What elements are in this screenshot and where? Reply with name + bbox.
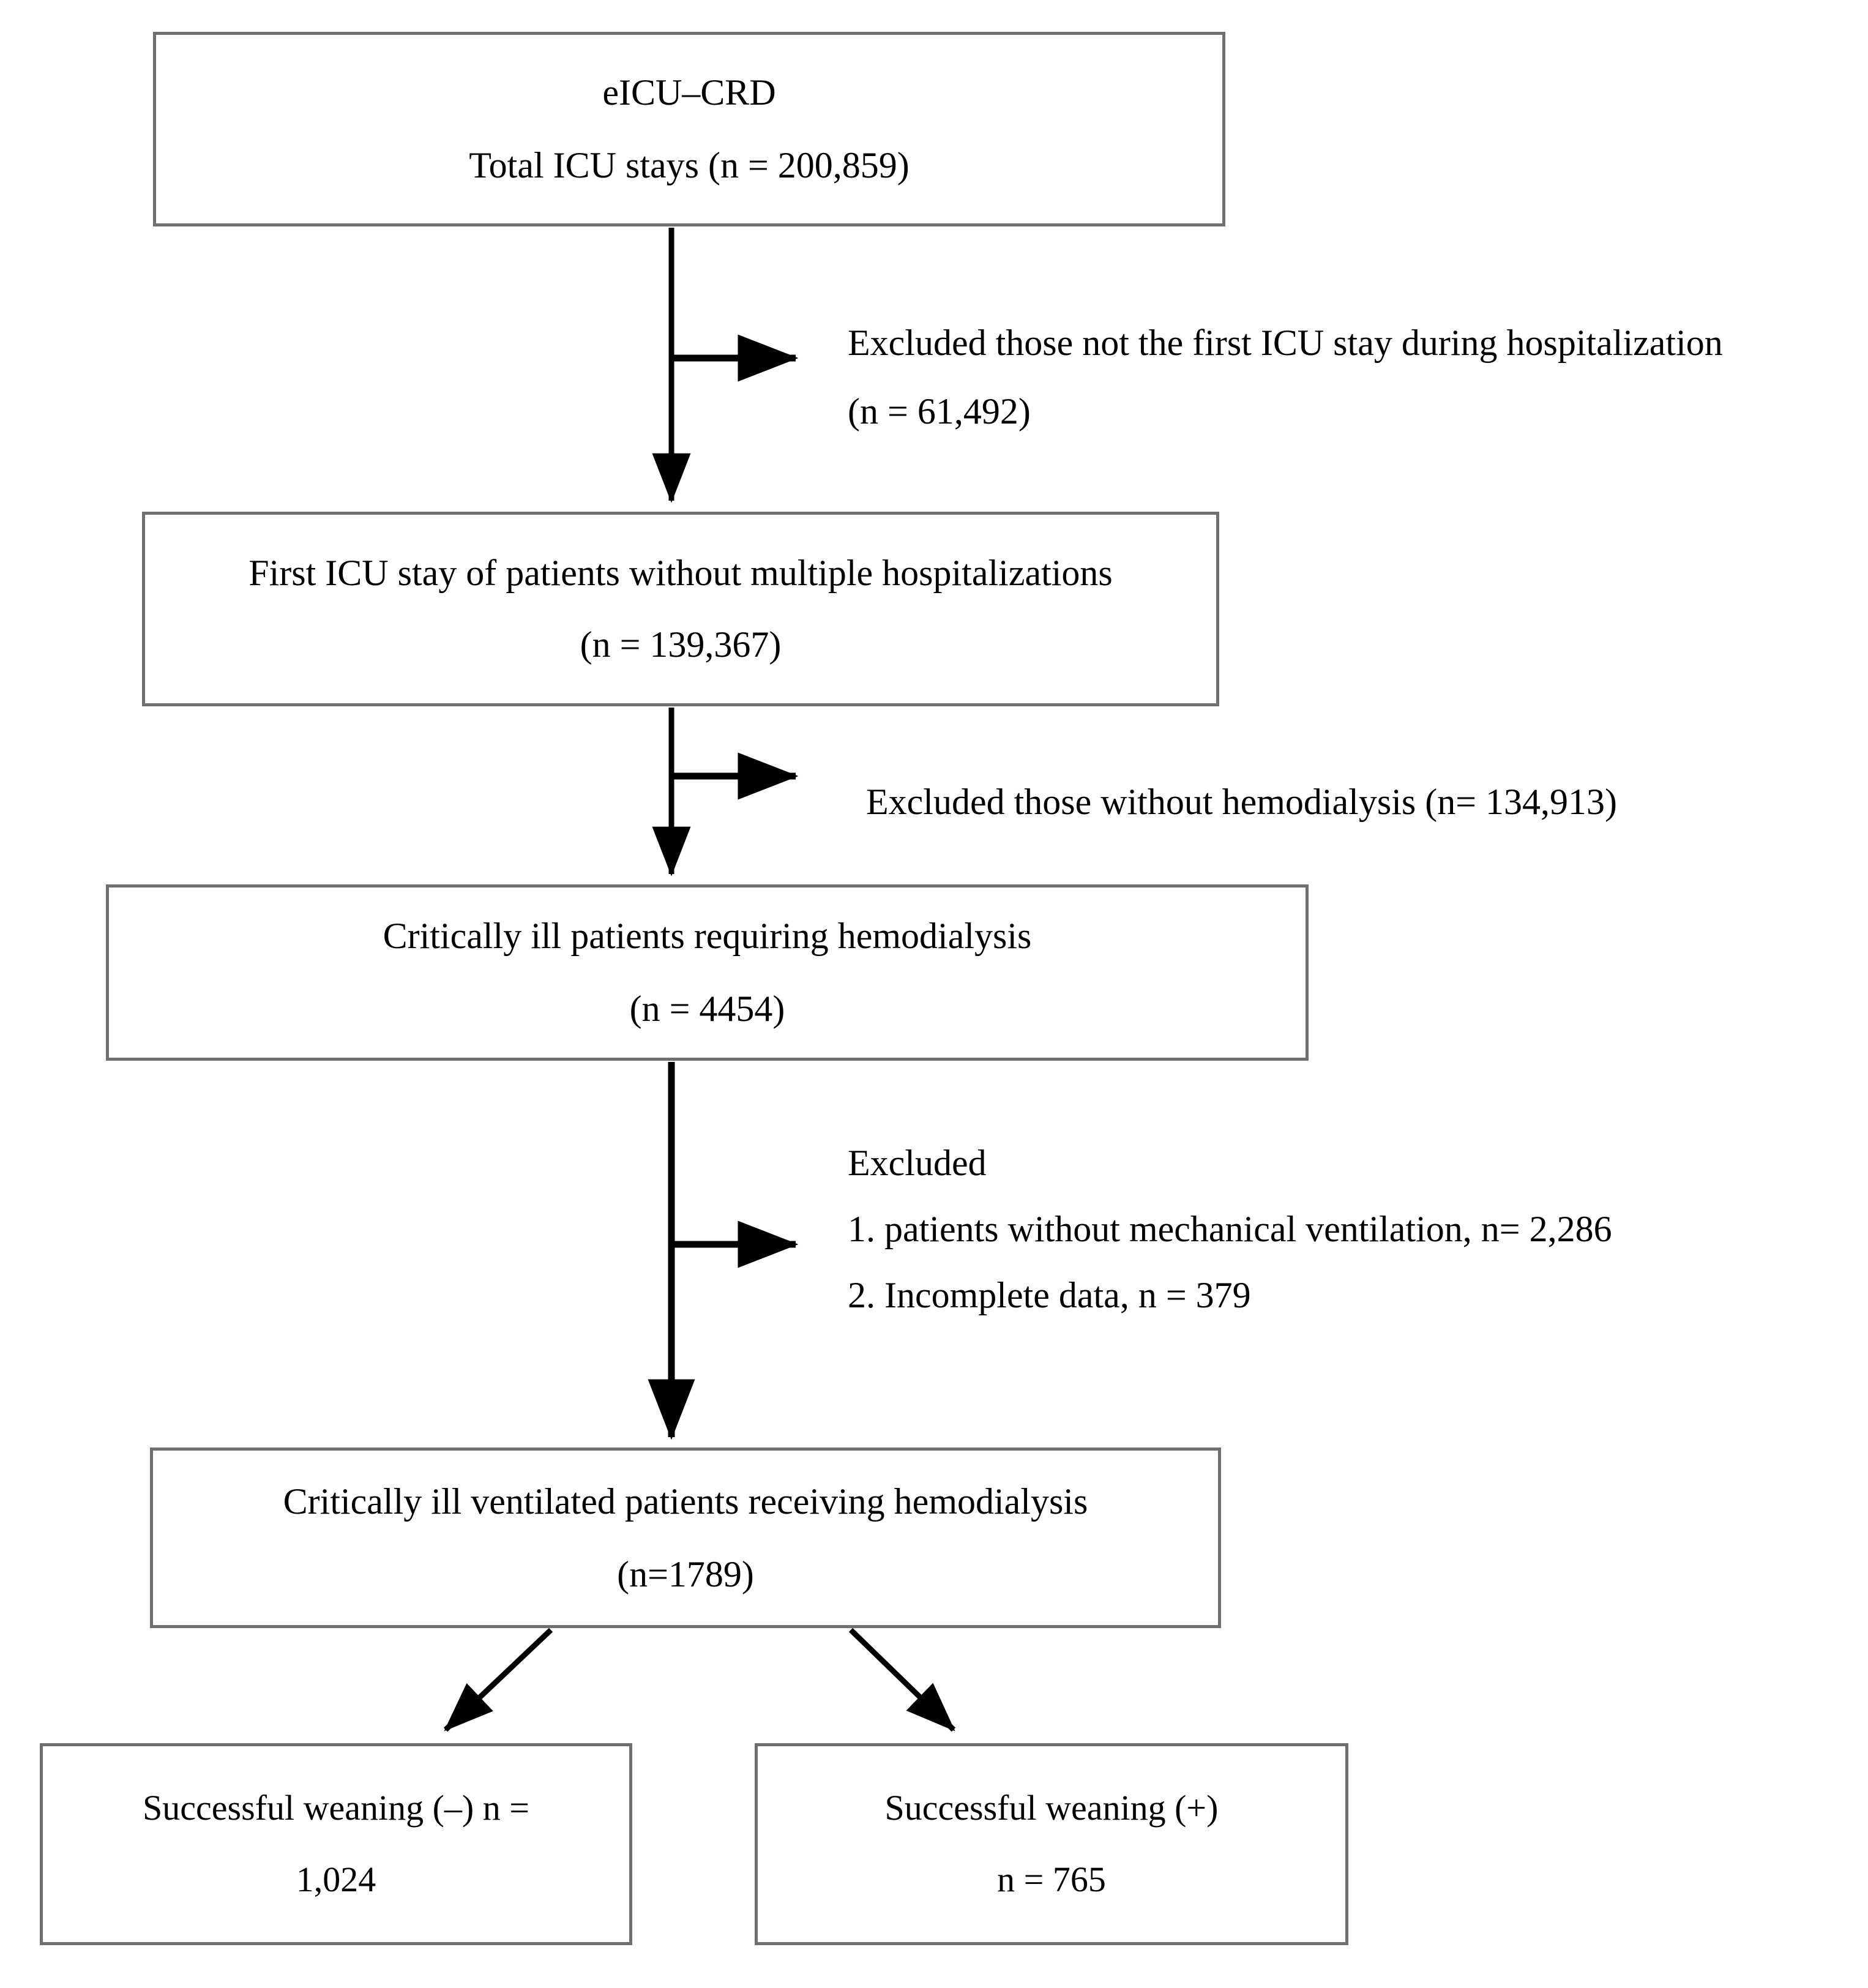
node-ventilated-hemodialysis-patients[interactable]: Critically ill ventilated patients recei… [150,1448,1221,1628]
node-weaning-positive-count: n = 765 [997,1859,1106,1899]
node-hemodialysis-count: (n = 4454) [629,988,785,1029]
node-weaning-negative-count: 1,024 [296,1859,376,1899]
note-exclusion-1: Excluded those not the first ICU stay du… [848,324,1723,430]
node-ventilated-count: (n=1789) [617,1553,754,1594]
connector-vent-to-weaning-positive [848,1627,956,1732]
node-first-icu-stay[interactable]: First ICU stay of patients without multi… [142,512,1219,706]
node-weaning-positive-title: Successful weaning (+) [884,1788,1219,1828]
node-source-count: Total ICU stays (n = 200,859) [469,145,910,185]
node-hemodialysis-title: Critically ill patients requiring hemodi… [383,916,1032,956]
note-exclusion-1-count: (n = 61,492) [848,391,1031,432]
node-source-title: eICU–CRD [602,72,776,113]
node-weaning-positive[interactable]: Successful weaning (+) n = 765 [755,1743,1348,1945]
node-first-icu-stay-count: (n = 139,367) [580,624,782,665]
node-weaning-negative[interactable]: Successful weaning (–) n = 1,024 [40,1743,632,1945]
node-first-icu-stay-title: First ICU stay of patients without multi… [248,553,1113,593]
note-exclusion-1-text: Excluded those not the first ICU stay du… [848,323,1723,363]
connector-vent-to-weaning-negative [443,1627,553,1732]
node-source-database[interactable]: eICU–CRD Total ICU stays (n = 200,859) [153,32,1225,226]
note-exclusion-2-text: Excluded those without hemodialysis (n= … [866,782,1618,822]
node-weaning-negative-title: Successful weaning (–) n = [143,1788,529,1828]
note-exclusion-3: Excluded 1. patients without mechanical … [848,1145,1612,1313]
node-ventilated-title: Critically ill ventilated patients recei… [283,1481,1088,1522]
note-exclusion-2: Excluded those without hemodialysis (n= … [866,783,1617,820]
node-hemodialysis-patients[interactable]: Critically ill patients requiring hemodi… [106,884,1309,1061]
note-exclusion-3-item-1: 1. patients without mechanical ventilati… [848,1209,1612,1249]
note-exclusion-3-heading: Excluded [848,1143,987,1183]
note-exclusion-3-item-2: 2. Incomplete data, n = 379 [848,1275,1251,1315]
